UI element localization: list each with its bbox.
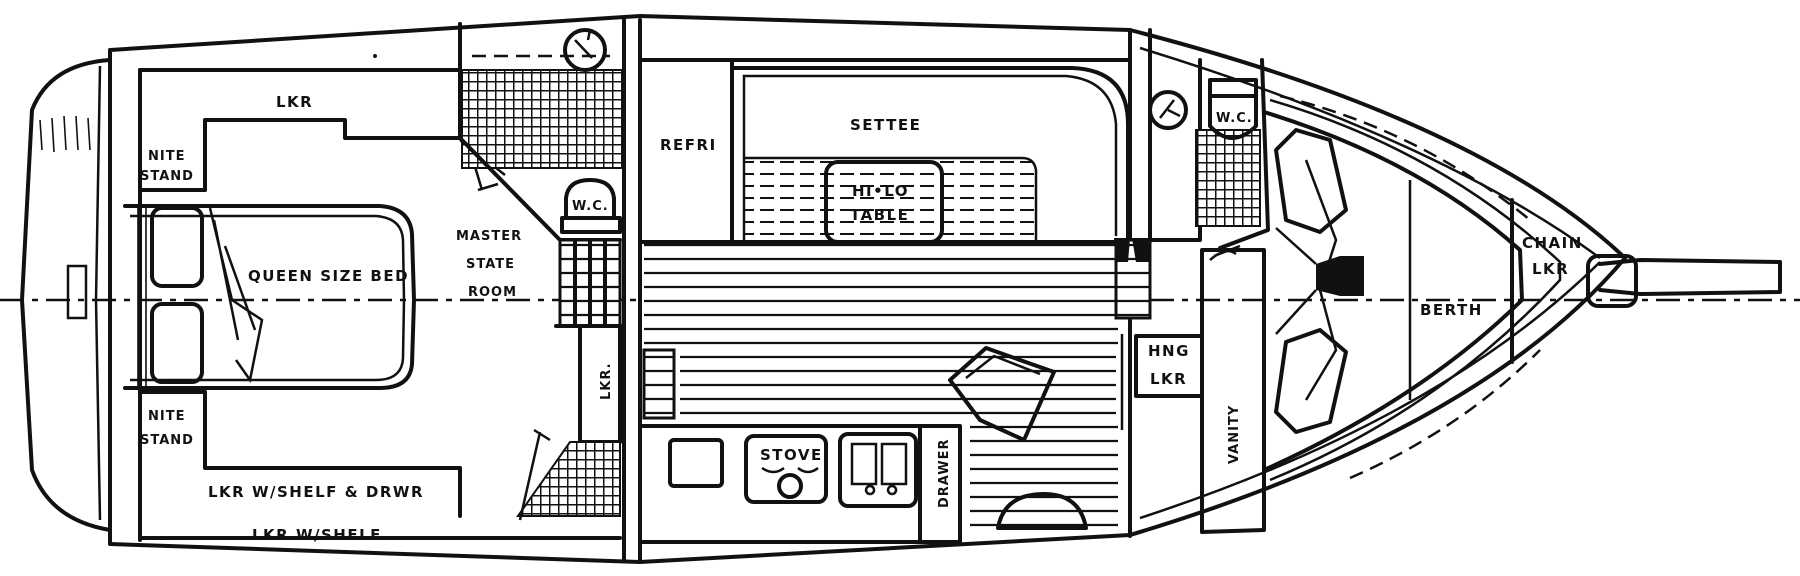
stove-arcs [761,466,819,474]
bottom-locker-outline [203,390,462,518]
nite-stand-top-label-2: STAND [140,169,194,184]
fwd-step-black-2 [1132,238,1152,262]
vanity-box [1200,248,1266,534]
lkr-shelf-label: LKR W/SHELF [252,526,382,544]
fwd-step-black [1114,238,1130,262]
queen-bed-label: QUEEN SIZE BED [248,267,409,285]
galley-sink-left [668,438,724,488]
stern-inner [94,65,102,521]
fwd-head-wall [1148,28,1202,242]
bed-edge-lines [137,208,147,386]
hull-inner-line-2 [1139,261,1601,520]
lkr-top-label: LKR [276,93,313,111]
helm-seat [948,346,1056,442]
bow-pulpit [1598,258,1782,296]
helm-seat-inner [965,354,1041,379]
nite-stand-bottom-label-1: NITE [148,409,185,424]
refri-label: REFRI [660,136,717,154]
queen-bed [123,204,416,390]
aft-sink-drain [574,29,593,59]
double-sink-basins [850,442,908,496]
chain-label-2: LKR [1532,260,1569,278]
hng-lkr-label-1: HNG [1148,342,1190,360]
drawer-label: DRAWER [937,438,952,508]
queen-bed-inner [130,214,406,382]
stove-label: STOVE [760,446,823,464]
hull-inner-line [1139,46,1601,260]
master-label-1: MASTER [456,229,522,244]
galley-counter [638,424,962,544]
vanity-label: VANITY [1227,405,1242,464]
fwd-head-partition [1218,58,1270,250]
galley-floor [680,352,1116,416]
door-stop [477,182,499,192]
settee-inner [742,74,1118,236]
aft-wc-label: W.C. [572,199,609,214]
chain-label-1: CHAIN [1522,234,1583,252]
fwd-pillow-bottom [1274,328,1348,434]
fwd-sink-icon [1148,90,1188,130]
stern-cleat [66,264,88,320]
fwd-sink-drain [1159,99,1181,119]
grab-rail [996,492,1088,530]
vanity-door [1213,244,1241,258]
settee-back [730,66,1130,244]
fwd-sheet-dark [1340,256,1364,296]
fwd-pillow-top [1274,128,1348,234]
nite-stand-top-label-1: NITE [148,149,185,164]
pillow-bottom [150,302,204,384]
v-berth-inner [1269,98,1562,482]
fwd-wc-icon [1208,94,1258,140]
master-label-2: STATE [466,257,515,272]
nite-stand-bottom-label-2: STAND [140,433,194,448]
anchor-roller [1586,254,1638,308]
lkr-shelf-drwr-label: LKR W/SHELF & DRWR [208,483,424,501]
lkr-vertical-label: LKR. [599,362,614,400]
hng-lkr-label-2: LKR [1150,370,1187,388]
galley-double-sink [838,432,918,508]
salon-floor [644,244,1118,348]
settee-cushion [742,156,1038,244]
master-label-3: ROOM [468,285,517,300]
aft-stair-rails [573,238,607,328]
table-label-1: HI•LO [852,182,909,200]
galley-step [642,348,676,420]
hull-outline [108,14,1627,564]
aft-sink-icon [563,28,607,72]
berth-label: BERTH [1420,301,1483,319]
aft-head-grid-floor [461,69,623,169]
stern-platform [20,58,112,532]
v-berth [1262,110,1524,472]
fwd-wc-label: W.C. [1216,111,1253,126]
berth-dash-bottom [1349,349,1541,480]
fwd-head-grid [1195,129,1261,227]
deck-fitting [373,54,377,58]
fwd-sheet-dark-2 [1316,256,1340,296]
stern-vents [39,115,91,153]
berth-dash-top [1279,94,1531,221]
galley-floor-lower [970,420,1118,530]
aft-lower-door [518,428,551,521]
top-locker-outline [203,118,462,192]
table-label-2: TABLE [850,206,909,224]
aft-wc-tank [560,216,622,234]
fwd-wc-tank [1208,78,1258,98]
bed-sheet-fold [208,207,264,384]
stove-body [744,434,828,504]
settee-label: SETTEE [850,116,921,134]
fwd-sheet-folds [1275,227,1317,335]
aft-wc-icon [564,178,616,220]
stove-burner [777,473,803,499]
pillow-top [150,206,204,288]
aft-lower-grid [516,441,621,517]
